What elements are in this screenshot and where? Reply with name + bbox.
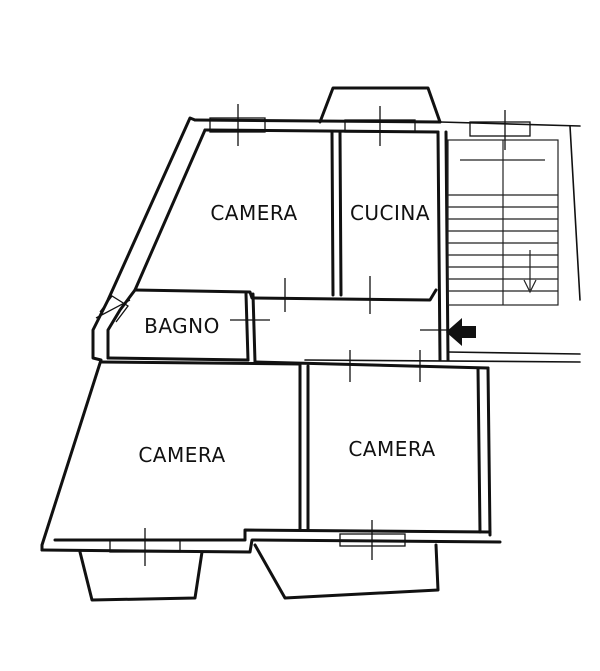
windows (95, 104, 531, 566)
interior-walls (99, 130, 581, 532)
balconies (78, 86, 442, 602)
room-label-cucina: CUCINA (350, 201, 430, 225)
outer-walls (40, 116, 502, 554)
room-label-bagno: BAGNO (144, 314, 220, 338)
room-label-camera-top: CAMERA (210, 201, 297, 225)
entry-arrow-icon (446, 318, 476, 346)
stairs (439, 121, 581, 306)
room-label-camera-bottom-right: CAMERA (348, 437, 435, 461)
room-label-camera-bottom-left: CAMERA (138, 443, 225, 467)
